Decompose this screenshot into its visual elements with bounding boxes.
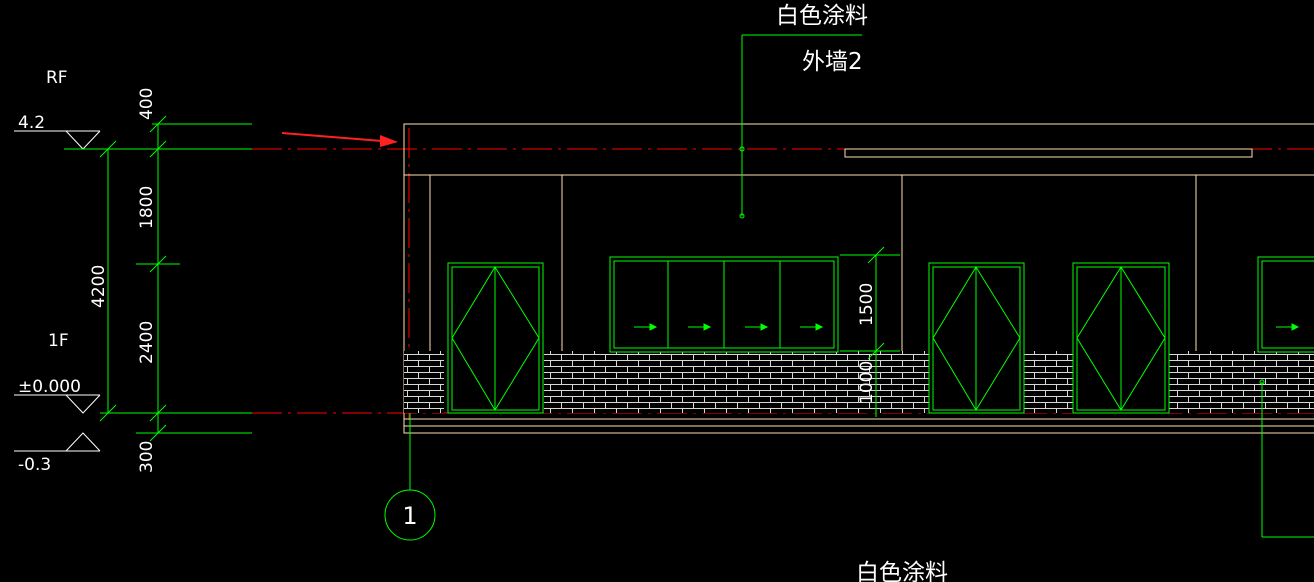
dimension-texts: 400 1800 4200 2400 300: [89, 88, 157, 473]
door-2: [928, 262, 1025, 414]
axis-circle-icon: 1: [384, 413, 436, 541]
window-2: [1257, 256, 1314, 353]
f1-level-name: 1F: [48, 331, 69, 351]
f1-elevation: ±0.000: [18, 377, 81, 397]
building-outline: [403, 123, 1314, 434]
bottom-note-leader: [1259, 379, 1314, 538]
dim-window-height: 1500: [857, 283, 877, 326]
dimension-chains: [99, 115, 252, 442]
door-3: [1072, 262, 1170, 414]
ground-level-symbol: [14, 432, 101, 452]
f1-level-symbol: [14, 394, 101, 414]
note-exterior-wall: 外墙2: [802, 49, 863, 75]
dim-total: 4200: [89, 265, 109, 308]
door-1: [447, 262, 544, 414]
top-note-leader: [739, 34, 862, 219]
red-arrow-icon: [281, 132, 398, 147]
canopy-strip: [844, 148, 1253, 158]
brick-plinth: [404, 351, 1314, 413]
dim-plinth: 300: [137, 441, 157, 473]
window-1: [609, 256, 839, 353]
rf-elevation: 4.2: [18, 113, 45, 133]
rf-level-name: RF: [46, 68, 68, 88]
dim-lower: 2400: [137, 321, 157, 364]
note-white-paint-bottom: 白色涂料: [856, 560, 948, 582]
dim-parapet: 400: [137, 88, 157, 120]
dim-sill-height: 1000: [857, 361, 877, 404]
axis-label: 1: [402, 502, 417, 530]
ground-elevation: -0.3: [18, 455, 51, 475]
dim-upper: 1800: [137, 186, 157, 229]
rf-level-symbol: [14, 130, 252, 150]
window-dimension: [840, 246, 900, 417]
level-markers: RF 4.2 1F ±0.000 -0.3: [14, 68, 252, 475]
note-white-paint-top: 白色涂料: [776, 3, 868, 29]
